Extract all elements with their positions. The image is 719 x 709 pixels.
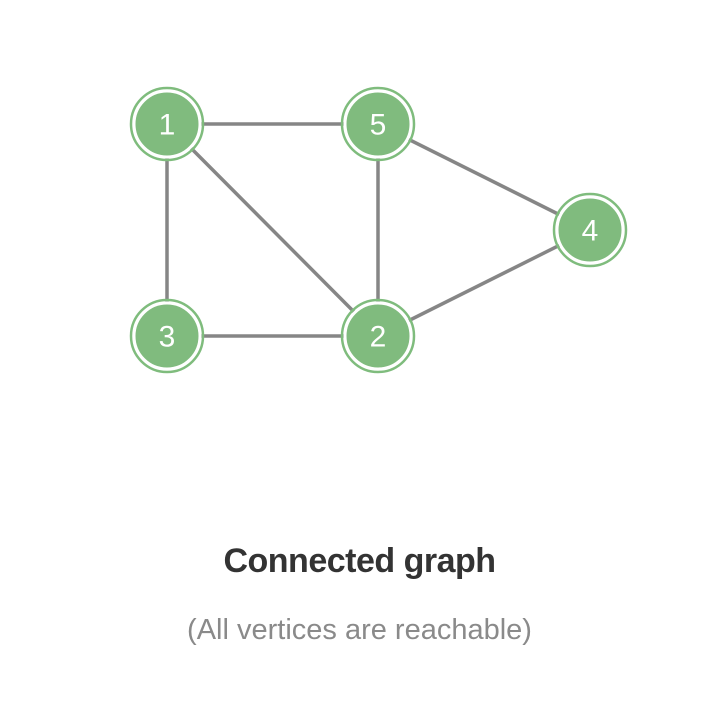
node-outer-ring [129, 86, 205, 162]
node-label: 4 [582, 215, 599, 248]
node-circle [555, 195, 625, 265]
node-circle [132, 301, 202, 371]
node-outer-ring [340, 86, 416, 162]
node-outer-ring [129, 298, 205, 374]
edge-1-2 [165, 122, 380, 338]
node-outer-ring [340, 298, 416, 374]
node-3: 3 [129, 298, 205, 374]
node-5: 5 [340, 86, 416, 162]
graph-subtitle: (All vertices are reachable) [187, 614, 532, 646]
graph-title: Connected graph [223, 542, 496, 580]
node-circle [132, 89, 202, 159]
graph-diagram: 1 5 4 3 2 [129, 86, 628, 374]
node-2: 2 [340, 298, 416, 374]
node-label: 1 [159, 109, 176, 142]
node-label: 3 [159, 321, 176, 354]
node-4: 4 [552, 192, 628, 268]
node-circle [343, 301, 413, 371]
node-label: 2 [370, 321, 387, 354]
edge-5-4 [376, 122, 592, 232]
edge-2-4 [376, 228, 592, 338]
node-outer-ring [552, 192, 628, 268]
node-label: 5 [370, 109, 387, 142]
nodes-layer: 1 5 4 3 2 [129, 86, 628, 374]
node-1: 1 [129, 86, 205, 162]
node-circle [343, 89, 413, 159]
